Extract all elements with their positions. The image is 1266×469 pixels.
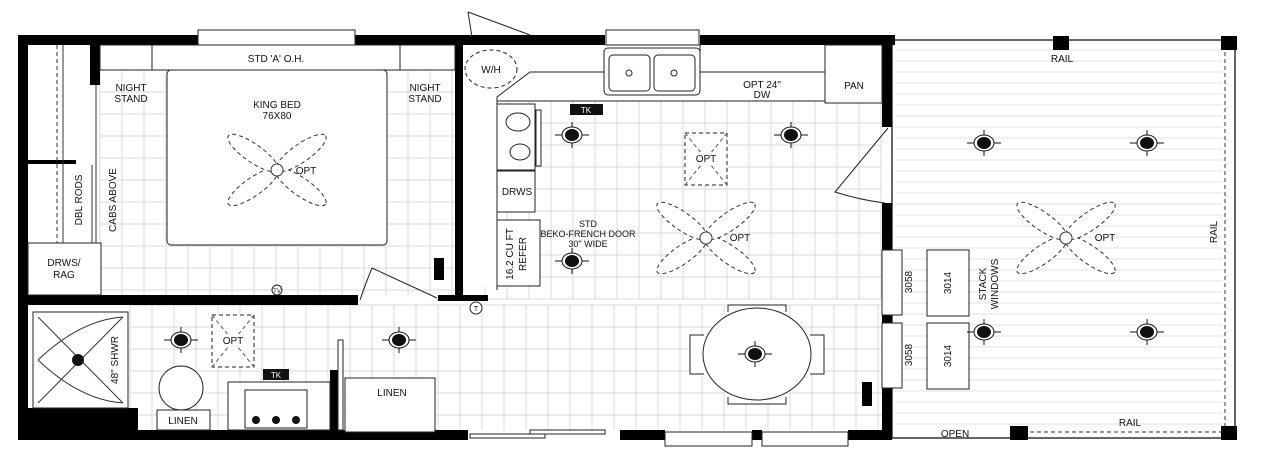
overhead-cabinet-label: STD 'A' O.H.: [248, 54, 305, 65]
hall-linen: [344, 377, 436, 433]
porch-post: [1053, 36, 1069, 50]
kitchen-tank-label: TK: [581, 106, 592, 115]
bedroom-door-swing: [359, 267, 438, 301]
porch-post: [1221, 36, 1237, 50]
recessed-light-icon: [382, 327, 416, 353]
shower-label: 48" SHWR: [110, 336, 121, 384]
hall-linen-label: LINEN: [377, 388, 406, 399]
rail-label: RAIL: [1051, 54, 1074, 65]
door-window-label: 3058: [904, 343, 915, 366]
kitchen-skylight-label: OPT: [696, 154, 717, 165]
nightstand-right: [399, 44, 456, 71]
sliding-door: [469, 433, 546, 439]
recessed-light-icon: [1130, 130, 1164, 156]
bed-label: KING BED: [253, 100, 301, 111]
fan-label: OPT: [1095, 233, 1116, 244]
thermostat-label: T: [474, 306, 479, 313]
faucet-knob: [292, 416, 300, 424]
drawers-label: RAG: [53, 270, 75, 281]
water-heater-label: W/H: [481, 65, 500, 76]
refer-note: 30" WIDE: [568, 239, 607, 249]
refrigerator: [496, 219, 541, 287]
dishwasher-label: OPT 24": [743, 80, 781, 91]
tv-icon: [271, 284, 283, 296]
closet-rods-label: DBL RODS: [74, 174, 85, 225]
refrigerator-label: REFER: [518, 237, 529, 271]
open-label: OPEN: [941, 429, 969, 440]
recessed-light-icon: [738, 341, 772, 367]
ceiling-fan-icon: [227, 133, 327, 207]
recessed-light-icon: [967, 130, 1001, 156]
nightstand-right-label: NIGHT: [409, 83, 440, 94]
rail-label: RAIL: [1209, 220, 1220, 243]
toilet-icon: [158, 365, 204, 411]
window-label: 3014: [943, 271, 954, 294]
front-window: [664, 431, 753, 447]
window: [926, 249, 970, 317]
porch-post: [1221, 426, 1237, 440]
stack-windows-label: WINDOWS: [990, 258, 1001, 309]
interior-walls: [18, 35, 872, 432]
king-bed: [166, 69, 388, 246]
shower-drain-icon: [72, 354, 84, 366]
porch-post: [1010, 426, 1028, 440]
fan-label: OPT: [730, 233, 751, 244]
bath-tank-label: TK: [271, 371, 282, 380]
dishwasher-label: DW: [754, 90, 771, 101]
range-door: [535, 109, 542, 167]
sliding-door: [529, 429, 606, 435]
kitchen-window: [605, 29, 700, 46]
window: [926, 322, 970, 390]
recessed-light-icon: [1130, 319, 1164, 345]
pantry: [824, 44, 883, 104]
recessed-light-icon: [555, 122, 589, 148]
side-door-swing: [834, 127, 889, 204]
ceiling-fan-icon: [656, 201, 756, 275]
nightstand-right-label: STAND: [408, 94, 441, 105]
bath-door: [337, 339, 344, 431]
light-switch-block: [434, 258, 444, 280]
cabs-above-label: CABS ABOVE: [108, 168, 119, 232]
nightstand-left-label: NIGHT: [115, 83, 146, 94]
pantry-label: PAN: [844, 81, 864, 92]
exterior-walls: [18, 35, 895, 440]
nightstand-left: [99, 44, 153, 71]
refrigerator-label: 16.2 CU FT: [505, 228, 516, 280]
bath-linen-label: LINEN: [168, 416, 197, 427]
faucet-knob: [272, 416, 280, 424]
tank-label-box: [263, 369, 289, 380]
thermostat-icon: [469, 301, 483, 315]
drawers-rag: [27, 242, 102, 296]
window-label: 3014: [943, 344, 954, 367]
kitchen-counter-edge: [699, 45, 825, 73]
recessed-light-icon: [774, 122, 808, 148]
recessed-light-icon: [164, 327, 198, 353]
rail-label: RAIL: [1119, 418, 1142, 429]
refer-note: BEKO-FRENCH DOOR: [540, 229, 636, 239]
fan-label: OPT: [296, 166, 317, 177]
kitchen-drawers: [496, 170, 536, 213]
bath-linen: [156, 409, 211, 431]
drawers-label: DRWS/: [47, 258, 80, 269]
kitchen-drawers-label: DRWS: [502, 187, 533, 198]
recessed-light-icon: [967, 319, 1001, 345]
tank-label-box: [570, 104, 603, 115]
ceiling-fan-icon: [1016, 201, 1116, 275]
door-window: [881, 322, 903, 389]
bath-skylight-label: OPT: [223, 336, 244, 347]
tv-label: TV: [273, 289, 281, 295]
stack-windows-label: STACK: [978, 267, 989, 300]
water-heater: [464, 49, 518, 89]
door-window-label: 3058: [904, 270, 915, 293]
bedroom-window: [197, 29, 356, 46]
nightstand-left-label: STAND: [114, 94, 147, 105]
faucet-knob: [252, 416, 260, 424]
door-window: [881, 249, 903, 316]
refer-note: STD: [579, 219, 598, 229]
entry-door-swing: [467, 11, 531, 38]
front-window: [761, 431, 849, 447]
recessed-light-icon: [555, 248, 589, 274]
bed-size-label: 76X80: [263, 111, 292, 122]
